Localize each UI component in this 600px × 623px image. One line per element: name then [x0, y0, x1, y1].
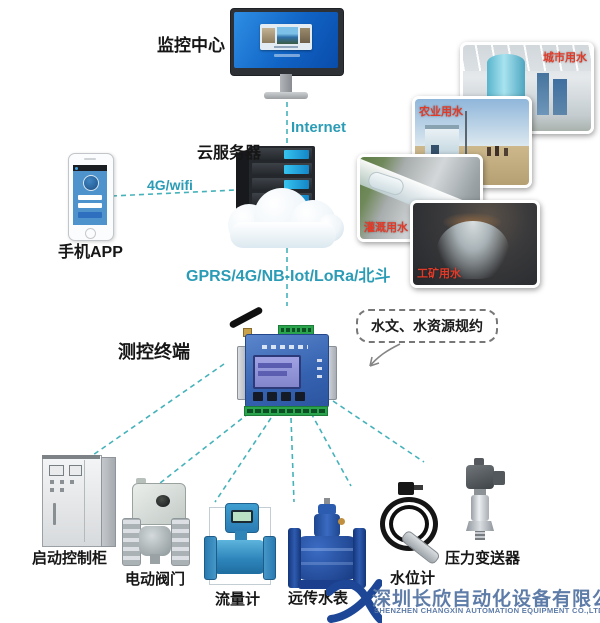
device-label-cabinet: 启动控制柜	[32, 550, 108, 567]
photo-label-irrigation: 灌溉用水	[364, 222, 408, 234]
wan-link-label: GPRS/4G/NB-Iot/LoRa/北斗	[186, 268, 391, 285]
device-label-watermeter: 远传水表	[288, 590, 349, 607]
screen-gallery-window	[260, 24, 312, 50]
terminal-lcd	[253, 355, 301, 389]
device-label-valve: 电动阀门	[125, 571, 186, 588]
line-terminal-cabinet	[79, 363, 225, 465]
terminal-body	[245, 334, 329, 408]
phone-home-button	[85, 228, 96, 239]
company-logo-icon	[326, 579, 382, 623]
wifi-link-label: 4G/wifi	[147, 177, 193, 193]
mobile-app-label: 手机APP	[58, 244, 123, 261]
cable-coil-icon	[380, 497, 438, 551]
device-label-levelsensor: 水位计	[390, 570, 436, 587]
company-name-cn: 深圳长欣自动化设备有限公司	[372, 589, 600, 610]
terminal-graphic	[224, 305, 348, 418]
phone-app-screen	[73, 165, 107, 225]
flow-meter-graphic	[203, 503, 276, 587]
pressure-transmitter-graphic	[450, 458, 512, 542]
app-globe-icon	[83, 175, 99, 191]
cloud-graphic	[222, 186, 344, 250]
photo-label-city: 城市用水	[543, 52, 587, 64]
monitoring-center-label: 监控中心	[157, 36, 225, 55]
device-label-pressure: 压力变送器	[445, 550, 521, 567]
line-terminal-flowmeter	[214, 417, 272, 503]
terminal-label: 测控终端	[118, 342, 190, 362]
water-meter-graphic	[288, 498, 366, 602]
monitor-graphic	[228, 8, 344, 100]
monitor-stand-neck	[280, 74, 292, 93]
photo-industrial-water: 工矿用水	[410, 200, 540, 288]
cloud-server-label: 云服务器	[197, 145, 262, 162]
water-flow-graphic	[437, 221, 509, 279]
company-name-en: SHENZHEN CHANGXIN AUTOMATION EQUIPMENT C…	[374, 606, 600, 615]
pump-house-graphic	[425, 125, 459, 159]
bubble-arrow-icon	[369, 343, 401, 367]
level-sensor-graphic	[372, 482, 446, 570]
photo-label-agriculture: 农业用水	[419, 106, 463, 118]
protocol-bubble-text: 水文、水资源规约	[371, 318, 483, 334]
line-terminal-levelsensor	[310, 412, 352, 487]
photo-city-water: 城市用水	[460, 42, 594, 134]
control-cabinet-graphic	[42, 455, 116, 547]
internet-link-label: Internet	[291, 119, 347, 136]
mobile-phone-graphic	[68, 153, 114, 241]
terminal-buttons	[253, 392, 305, 401]
monitor-screen	[234, 12, 338, 68]
photo-label-industrial: 工矿用水	[417, 268, 461, 280]
terminal-block-bottom	[244, 406, 328, 416]
line-terminal-watermeter	[290, 417, 295, 503]
protocol-bubble: 水文、水资源规约	[356, 309, 498, 343]
antenna-icon	[228, 305, 264, 330]
electric-valve-graphic	[120, 478, 190, 566]
monitor-stand-base	[264, 92, 308, 99]
device-label-flowmeter: 流量计	[215, 591, 261, 608]
